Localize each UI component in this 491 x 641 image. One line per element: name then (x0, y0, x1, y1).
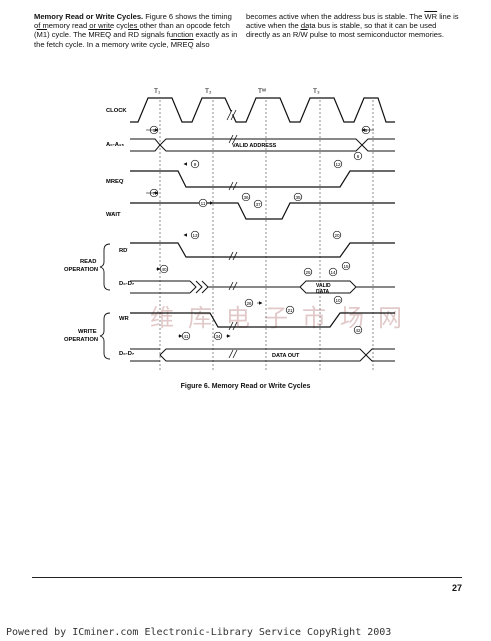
rd-waveform (130, 242, 395, 258)
group-label-read-2: OPERATION (64, 267, 98, 273)
clock-waveform (130, 97, 395, 123)
svg-text:37: 37 (255, 202, 261, 207)
timing-marker-12: 12 (333, 159, 343, 169)
svg-text:13: 13 (192, 233, 198, 238)
timing-marker-21: 21 (285, 305, 295, 315)
svg-text:36: 36 (243, 195, 249, 200)
bus-label-valid-data-2: DATA (316, 289, 330, 295)
mreq-waveform (130, 170, 395, 188)
timing-marker-14: 14 (328, 267, 338, 277)
svg-text:40: 40 (161, 267, 167, 272)
wait-waveform (130, 202, 395, 220)
page-divider (32, 577, 462, 578)
svg-text:9: 9 (194, 162, 197, 167)
svg-text:25: 25 (305, 270, 311, 275)
timing-marker-41: 41 (181, 331, 191, 341)
data-write-bus (130, 348, 395, 362)
timing-marker-13: 13 (190, 230, 200, 240)
signal-label-data-read: D₀-D₇ (119, 281, 135, 287)
timing-marker-42: 42 (353, 325, 363, 335)
timing-marker-40: 40 (159, 264, 169, 274)
timing-marker-34: 34 (213, 331, 223, 341)
address-bus (130, 138, 395, 152)
timing-marker-15: 15 (341, 261, 351, 271)
svg-text:35: 35 (295, 195, 301, 200)
svg-text:10: 10 (335, 298, 341, 303)
state-t3: T₃ (313, 88, 320, 95)
signal-label-mreq: MREQ (106, 179, 124, 185)
wr-waveform (130, 312, 395, 328)
signal-label-clock: CLOCK (106, 108, 127, 114)
svg-text:15: 15 (343, 264, 349, 269)
group-label-write-1: WRITE (78, 329, 97, 335)
intro-paragraph-right: becomes active when the address bus is s… (246, 12, 459, 40)
brace-write (99, 312, 111, 360)
timing-marker-26: 26 (244, 298, 254, 308)
section-heading: Memory Read or Write Cycles. (34, 12, 144, 21)
footer-text: Powered by ICminer.com Electronic-Librar… (6, 627, 392, 638)
timing-marker-25: 25 (303, 267, 313, 277)
timing-marker-10: 10 (333, 295, 343, 305)
signal-label-rd: RD (119, 248, 127, 254)
state-t1: T₁ (154, 88, 161, 95)
svg-text:12: 12 (335, 162, 341, 167)
svg-text:20: 20 (334, 233, 340, 238)
figure-caption: Figure 6. Memory Read or Write Cycles (180, 383, 311, 390)
timing-diagram: T₁ T₂ Tᵂ T₃ CLOCK A₀-A₁₅ MREQ WAIT RD D₀… (64, 88, 395, 370)
svg-text:42: 42 (355, 328, 361, 333)
signal-label-wait: WAIT (106, 212, 121, 218)
timing-marker-36: 36 (241, 192, 251, 202)
signal-label-wr: WR (119, 316, 129, 322)
timing-marker-35: 35 (293, 192, 303, 202)
timing-marker-11: 11 (198, 198, 208, 208)
intro-paragraph-left: Memory Read or Write Cycles. Figure 6 sh… (34, 12, 238, 49)
page-number: 27 (452, 583, 463, 593)
svg-text:6: 6 (357, 154, 360, 159)
bus-label-valid-data-1: VALID (316, 283, 331, 289)
data-read-bus (130, 280, 395, 294)
svg-text:21: 21 (287, 308, 293, 313)
bus-label-valid-address: VALID ADDRESS (232, 143, 277, 149)
timing-marker-20: 20 (332, 230, 342, 240)
signal-label-address: A₀-A₁₅ (106, 142, 124, 148)
group-label-read-1: READ (80, 259, 96, 265)
svg-text:14: 14 (330, 270, 336, 275)
group-label-write-2: OPERATION (64, 337, 98, 343)
svg-text:34: 34 (215, 334, 221, 339)
state-t2: T₂ (205, 88, 212, 95)
signal-label-data-write: D₀-D₇ (119, 351, 135, 357)
timing-marker-6: 6 (353, 151, 363, 161)
timing-marker-9: 9 (190, 159, 200, 169)
svg-text:26: 26 (246, 301, 252, 306)
svg-text:41: 41 (183, 334, 189, 339)
bus-label-data-out: DATA OUT (272, 353, 300, 359)
brace-read (99, 243, 111, 291)
state-tw: Tᵂ (258, 88, 267, 95)
timing-marker-37: 37 (253, 199, 263, 209)
svg-text:11: 11 (201, 201, 206, 206)
